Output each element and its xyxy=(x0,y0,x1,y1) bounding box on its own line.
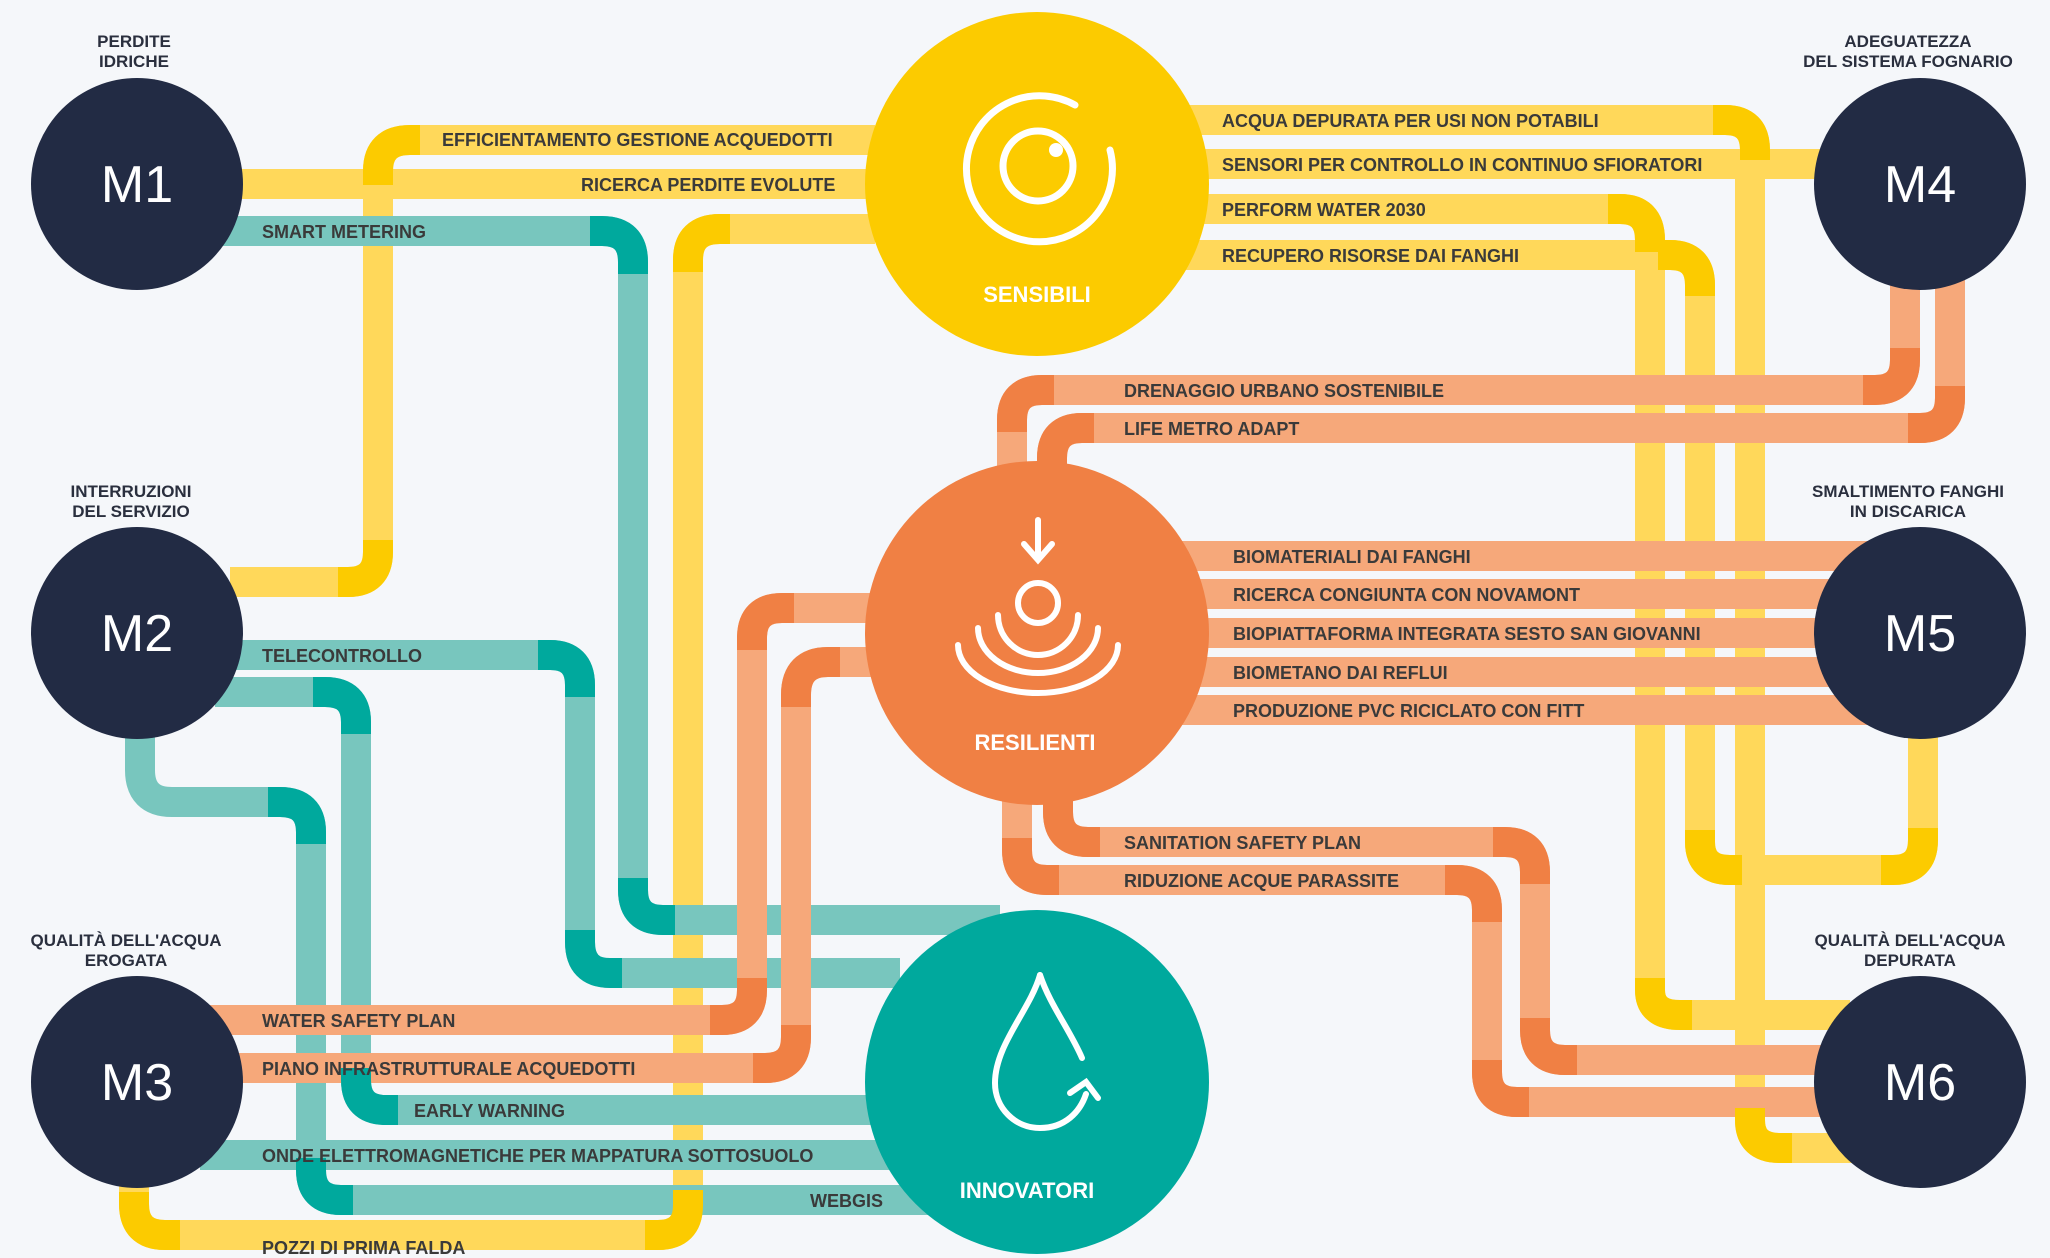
water-ripple-icon xyxy=(955,517,1121,696)
label-early-warning: EARLY WARNING xyxy=(414,1101,565,1121)
label-novamont: RICERCA CONGIUNTA CON NOVAMONT xyxy=(1233,585,1580,605)
elbow-accents xyxy=(119,105,1965,1250)
m1-label: M1 xyxy=(101,156,173,214)
module-m6[interactable]: QUALITÀ DELL'ACQUA DEPURATA M6 xyxy=(1814,931,2026,1188)
label-drenaggio: DRENAGGIO URBANO SOSTENIBILE xyxy=(1124,381,1444,401)
m5-title-line1: SMALTIMENTO FANGHI xyxy=(1812,482,2004,501)
label-telecontrollo: TELECONTROLLO xyxy=(262,646,422,666)
water-drop-cycle-icon xyxy=(991,972,1101,1132)
hub-innovatori[interactable]: INNOVATORI xyxy=(865,910,1209,1254)
m2-label: M2 xyxy=(101,605,173,663)
m2-title-line2: DEL SERVIZIO xyxy=(72,502,189,521)
m6-title-line1: QUALITÀ DELL'ACQUA xyxy=(1814,931,2005,950)
module-m3[interactable]: QUALITÀ DELL'ACQUA EROGATA M3 xyxy=(30,931,243,1188)
module-m4[interactable]: ADEGUATEZZA DEL SISTEMA FOGNARIO M4 xyxy=(1803,32,2026,290)
m5-label: M5 xyxy=(1884,605,1956,663)
label-biomateriali: BIOMATERIALI DAI FANGHI xyxy=(1233,547,1471,567)
hub-resilienti-label: RESILIENTI xyxy=(974,730,1095,755)
label-sanitation: SANITATION SAFETY PLAN xyxy=(1124,833,1361,853)
label-acque-parassite: RIDUZIONE ACQUE PARASSITE xyxy=(1124,871,1399,891)
label-pvc: PRODUZIONE PVC RICICLATO CON FITT xyxy=(1233,701,1584,721)
m1-title-line1: PERDITE xyxy=(97,32,171,51)
m4-label: M4 xyxy=(1884,156,1956,214)
label-ricerca-perdite: RICERCA PERDITE EVOLUTE xyxy=(581,175,835,195)
label-webgis: WEBGIS xyxy=(810,1191,883,1211)
m4-title-line1: ADEGUATEZZA xyxy=(1844,32,1971,51)
hub-sensibili[interactable]: SENSIBILI xyxy=(865,12,1209,356)
module-m1[interactable]: PERDITE IDRICHE M1 xyxy=(31,32,243,290)
m1-title-line2: IDRICHE xyxy=(99,52,169,71)
label-efficientamento: EFFICIENTAMENTO GESTIONE ACQUEDOTTI xyxy=(442,130,833,150)
label-onde: ONDE ELETTROMAGNETICHE PER MAPPATURA SOT… xyxy=(262,1146,813,1166)
hub-innovatori-label: INNOVATORI xyxy=(960,1178,1094,1203)
eye-icon xyxy=(962,92,1116,246)
label-biometano: BIOMETANO DAI REFLUI xyxy=(1233,663,1448,683)
m2-title-line1: INTERRUZIONI xyxy=(71,482,192,501)
label-recupero-risorse: RECUPERO RISORSE DAI FANGHI xyxy=(1222,246,1519,266)
label-perform-water: PERFORM WATER 2030 xyxy=(1222,200,1426,220)
project-labels: EFFICIENTAMENTO GESTIONE ACQUEDOTTI RICE… xyxy=(262,111,1702,1258)
label-pozzi: POZZI DI PRIMA FALDA xyxy=(262,1238,465,1258)
m5-title-line2: IN DISCARICA xyxy=(1850,502,1966,521)
module-m5[interactable]: SMALTIMENTO FANGHI IN DISCARICA M5 xyxy=(1812,482,2026,739)
m4-title-line2: DEL SISTEMA FOGNARIO xyxy=(1803,52,2013,71)
label-water-safety: WATER SAFETY PLAN xyxy=(262,1011,455,1031)
m3-title-line1: QUALITÀ DELL'ACQUA xyxy=(30,931,221,950)
m6-title-line2: DEPURATA xyxy=(1864,951,1956,970)
hub-sensibili-label: SENSIBILI xyxy=(983,282,1091,307)
label-biopiattaforma: BIOPIATTAFORMA INTEGRATA SESTO SAN GIOVA… xyxy=(1233,624,1701,644)
label-acqua-depurata: ACQUA DEPURATA PER USI NON POTABILI xyxy=(1222,111,1599,131)
hub-resilienti[interactable]: RESILIENTI xyxy=(865,461,1209,805)
label-smart-metering: SMART METERING xyxy=(262,222,426,242)
label-life-metro: LIFE METRO ADAPT xyxy=(1124,419,1299,439)
label-sensori: SENSORI PER CONTROLLO IN CONTINUO SFIORA… xyxy=(1222,155,1702,175)
m3-title-line2: EROGATA xyxy=(85,951,167,970)
m6-label: M6 xyxy=(1884,1054,1956,1112)
label-piano-infra: PIANO INFRASTRUTTURALE ACQUEDOTTI xyxy=(262,1059,635,1079)
module-m2[interactable]: INTERRUZIONI DEL SERVIZIO M2 xyxy=(31,482,243,739)
m3-label: M3 xyxy=(101,1054,173,1112)
